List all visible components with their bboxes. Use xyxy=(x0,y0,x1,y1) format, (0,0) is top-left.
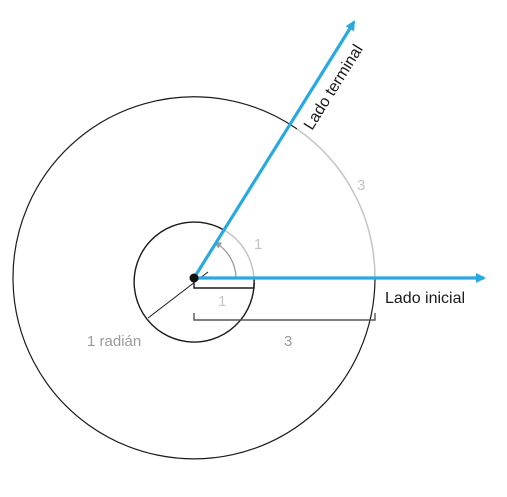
large-arc-label: 3 xyxy=(357,177,365,194)
large-radius-brace xyxy=(193,313,376,321)
large-arc xyxy=(296,128,376,279)
vertex-point xyxy=(189,273,199,283)
small-arc-label: 1 xyxy=(254,236,262,253)
initial-side-label: Lado inicial xyxy=(385,290,465,307)
small-circle xyxy=(133,221,255,343)
small-radius-brace xyxy=(193,283,255,289)
large-radius-label: 3 xyxy=(284,333,292,350)
small-arc xyxy=(223,229,255,279)
one-radian-label: 1 radián xyxy=(87,333,141,350)
terminal-side-ray xyxy=(192,20,356,279)
angle-arc xyxy=(214,241,237,279)
large-circle xyxy=(12,96,376,460)
small-radius-label: 1 xyxy=(218,293,226,310)
